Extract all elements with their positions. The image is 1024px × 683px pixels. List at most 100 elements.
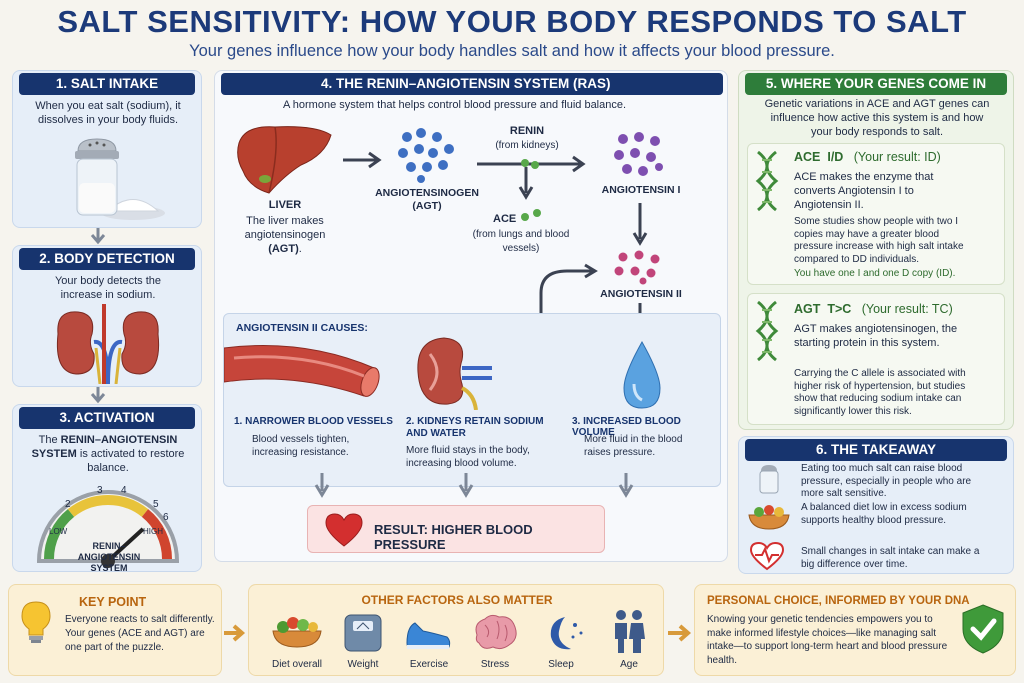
body-detection-header: 2. BODY DETECTION: [19, 248, 195, 270]
gauge-tick-4: 4: [121, 485, 127, 496]
takeaway-panel: 6. THE TAKEAWAY Eating too much salt can…: [738, 436, 1014, 574]
result-box: RESULT: HIGHER BLOOD PRESSURE: [307, 505, 605, 553]
factor-label-exercise: Exercise: [409, 659, 449, 670]
angiotensinogen-molecules-icon: [398, 128, 454, 183]
takeaway-header: 6. THE TAKEAWAY: [745, 439, 1007, 461]
ras-intro: A hormone system that helps control bloo…: [283, 99, 627, 111]
arrow-down-icon: [632, 203, 648, 246]
angiotensin-2-molecules-icon: [614, 250, 660, 285]
ace-sub: (from lungs and blood vessels): [472, 229, 570, 254]
ace-gene-card: ACE I/D (Your result: ID) ACE makes the …: [747, 143, 1005, 285]
key-point-panel: KEY POINT Everyone reacts to salt differ…: [8, 584, 222, 676]
agt-label: ANGIOTENSINOGEN: [375, 187, 479, 199]
personal-choice-panel: PERSONAL CHOICE, INFORMED BY YOUR DNA Kn…: [694, 584, 1016, 676]
ace-gene-desc: ACE makes the enzyme that converts Angio…: [794, 171, 934, 211]
diet-icon: [272, 617, 322, 648]
ace-gene-study: Some studies show people with two I copi…: [794, 216, 964, 265]
ace-label: ACE: [493, 213, 517, 225]
arrow-right-icon: [343, 151, 382, 169]
scale-icon: [344, 614, 382, 652]
arrow-right-icon: [224, 624, 246, 642]
activation-panel: 3. ACTIVATION The RENIN–ANGIOTENSIN SYST…: [12, 404, 202, 573]
cause-2-text: More fluid stays in the body, increasing…: [406, 445, 530, 469]
ras-header: 4. THE RENIN–ANGIOTENSIN SYSTEM (RAS): [221, 73, 723, 95]
cause-2-title: 2. KIDNEYS RETAIN SODIUM AND WATER: [406, 416, 544, 439]
gauge-low-label: LOW: [49, 527, 68, 536]
activation-header: 3. ACTIVATION: [19, 407, 195, 429]
ras-gauge-icon: [36, 490, 180, 568]
arrow-down-icon: [458, 473, 474, 498]
causes-box: ANGIOTENSIN II CAUSES: 1. NARROWER BLOOD…: [223, 313, 721, 487]
salt-intake-text: When you eat salt (sodium), it dissolves…: [35, 100, 181, 126]
factor-label-weight: Weight: [347, 659, 379, 670]
factor-label-stress: Stress: [480, 659, 510, 670]
key-point-title: KEY POINT: [79, 595, 147, 609]
body-detection-text: Your body detects the increase in sodium…: [54, 275, 161, 301]
page-title: SALT SENSITIVITY: HOW YOUR BODY RESPONDS…: [57, 4, 967, 39]
ras-panel: 4. THE RENIN–ANGIOTENSIN SYSTEM (RAS) A …: [214, 70, 728, 562]
key-point-text: Everyone reacts to salt differently. You…: [65, 614, 215, 653]
salt-intake-header: 1. SALT INTAKE: [19, 73, 195, 95]
arrow-down-icon: [618, 473, 634, 498]
personal-choice-title: PERSONAL CHOICE, INFORMED BY YOUR DNA: [707, 595, 970, 607]
moon-icon: [550, 617, 583, 650]
salt-intake-panel: 1. SALT INTAKE When you eat salt (sodium…: [12, 70, 202, 228]
cause-1-text: Blood vessels tighten, increasing resist…: [252, 434, 350, 458]
gauge-tick-5: 5: [153, 499, 159, 510]
other-factors-panel: OTHER FACTORS ALSO MATTER Diet overall W…: [248, 584, 664, 676]
water-drop-icon: [623, 340, 661, 409]
liver-title: LIVER: [268, 199, 302, 211]
agt-sub: (AGT): [412, 200, 442, 212]
ace-gene-note: You have one I and one D copy (ID).: [794, 268, 956, 279]
gauge-tick-6: 6: [163, 512, 169, 523]
angiotensin-1-molecules-icon: [614, 132, 663, 176]
arrow-right-icon: [477, 155, 586, 173]
angiotensin-1-label: ANGIOTENSIN I: [601, 184, 681, 196]
other-factors-title: OTHER FACTORS ALSO MATTER: [361, 593, 553, 607]
result-text: RESULT: HIGHER BLOOD PRESSURE: [374, 522, 533, 552]
liver-icon: [237, 126, 332, 194]
factor-label-age: Age: [620, 659, 638, 670]
agt-gene-title: AGT T>C (Your result: TC): [794, 302, 953, 316]
personal-choice-text: Knowing your genetic tendencies empowers…: [707, 614, 948, 666]
activation-text: The RENIN–ANGIOTENSIN SYSTEM is activate…: [31, 434, 185, 474]
dna-icon: [755, 150, 779, 212]
factor-label-sleep: Sleep: [548, 659, 574, 670]
salt-shaker-icon: [759, 465, 779, 494]
heart-icon: [325, 513, 363, 547]
arrow-down-icon: [518, 167, 534, 200]
blood-vessel-icon: [224, 345, 380, 397]
arrow-down-icon: [90, 387, 106, 404]
liver-text: The liver makes angiotensinogen (AGT).: [244, 215, 326, 255]
cause-1-title: 1. NARROWER BLOOD VESSELS: [234, 416, 393, 427]
renin-label: RENIN: [509, 125, 545, 137]
gauge-tick-2: 2: [65, 499, 71, 510]
genes-intro: Genetic variations in ACE and AGT genes …: [764, 98, 990, 138]
sneaker-icon: [406, 622, 451, 649]
causes-title: ANGIOTENSIN II CAUSES:: [236, 322, 368, 334]
page-subtitle: Your genes influence how your body handl…: [189, 42, 835, 60]
arrow-right-icon: [668, 624, 692, 642]
factor-label-diet: Diet overall: [271, 659, 323, 670]
arrow-down-icon: [90, 228, 106, 245]
takeaway-item-1: Eating too much salt can raise blood pre…: [801, 463, 972, 499]
dna-icon: [755, 300, 779, 362]
kidneys-icon: [56, 304, 160, 384]
brain-icon: [475, 614, 517, 650]
lightbulb-icon: [21, 601, 51, 643]
food-bowl-icon: [748, 505, 790, 530]
takeaway-item-3: Small changes in salt intake can make a …: [801, 546, 980, 570]
ace-molecule-icon: [521, 209, 541, 221]
takeaway-item-2: A balanced diet low in excess sodium sup…: [801, 502, 967, 526]
kidney-icon: [417, 337, 492, 410]
renin-sub: (from kidneys): [495, 140, 559, 151]
gauge-label: RENIN–ANGIOTENSIN SYSTEM: [77, 541, 141, 573]
heartbeat-icon: [749, 541, 785, 571]
ace-gene-title: ACE I/D (Your result: ID): [794, 150, 941, 164]
agt-gene-card: AGT T>C (Your result: TC) AGT makes angi…: [747, 293, 1005, 425]
angiotensin-2-label: ANGIOTENSIN II: [600, 288, 682, 300]
salt-shaker-icon: [75, 138, 165, 220]
agt-gene-study: Carrying the C allele is associated with…: [794, 368, 966, 417]
genes-header: 5. WHERE YOUR GENES COME IN: [745, 73, 1007, 95]
cause-3-title: 3. INCREASED BLOOD VOLUME: [572, 416, 681, 438]
